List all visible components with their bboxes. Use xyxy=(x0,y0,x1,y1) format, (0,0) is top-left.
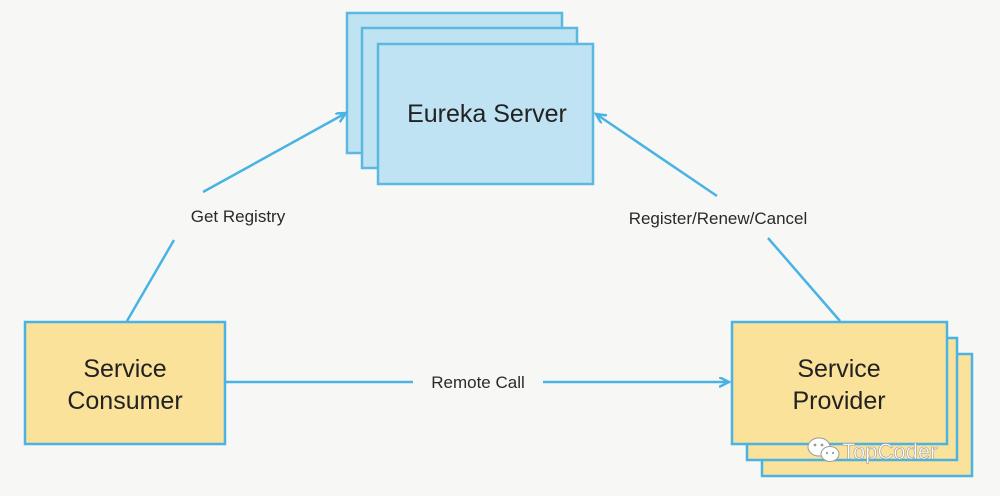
watermark-text: TopCoder xyxy=(842,439,937,464)
register-renew-cancel-label: Register/Renew/Cancel xyxy=(629,209,808,228)
register-arrow-upper xyxy=(596,114,718,198)
eureka-server-node: Eureka Server xyxy=(345,11,595,186)
remote-call-edge: Remote Call xyxy=(226,373,729,392)
service-consumer-node: Service Consumer xyxy=(23,320,227,446)
eureka-server-box xyxy=(376,42,595,186)
get-registry-edge: Get Registry xyxy=(125,113,346,322)
remote-call-label: Remote Call xyxy=(431,373,525,392)
watermark: TopCoder xyxy=(807,437,938,464)
service-consumer-label-line1: Service xyxy=(83,355,166,383)
get-registry-label: Get Registry xyxy=(191,207,286,226)
wechat-icon xyxy=(807,437,840,462)
register-renew-cancel-edge: Register/Renew/Cancel xyxy=(596,114,841,322)
service-provider-label-line1: Service xyxy=(797,355,880,383)
get-registry-arrow-lower xyxy=(125,239,176,322)
service-provider-box xyxy=(730,320,949,446)
service-provider-node: Service Provider xyxy=(730,320,974,478)
get-registry-arrow-upper xyxy=(202,113,346,194)
service-consumer-box xyxy=(23,320,227,446)
service-consumer-label-line2: Consumer xyxy=(67,387,182,415)
service-provider-label-line2: Provider xyxy=(792,387,885,415)
eureka-server-label: Eureka Server xyxy=(407,100,567,128)
register-arrow-lower xyxy=(767,237,841,322)
